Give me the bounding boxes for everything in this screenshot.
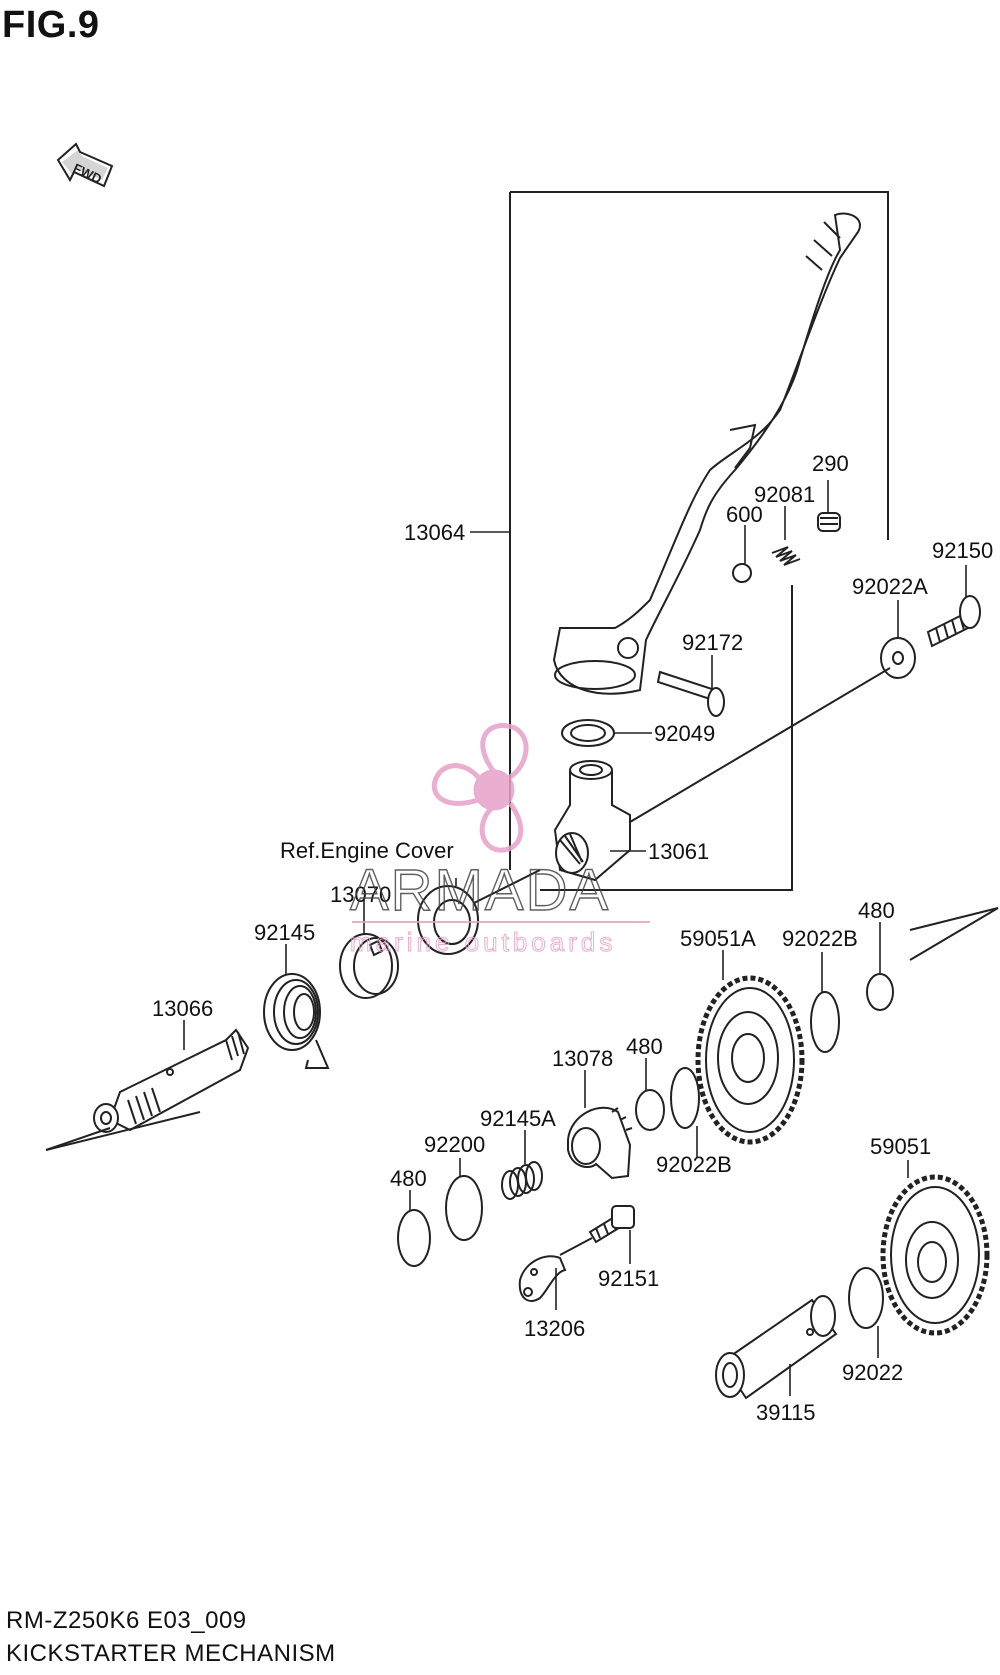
- label-290: 290: [812, 451, 849, 476]
- label-92022: 92022: [842, 1360, 903, 1385]
- washer-92022B-upper: [810, 991, 840, 1053]
- label-59051A: 59051A: [680, 926, 756, 951]
- gear-59051: [880, 1174, 990, 1336]
- label-13206: 13206: [524, 1316, 585, 1341]
- kick-pedal: [552, 212, 861, 695]
- label-92172: 92172: [682, 630, 743, 655]
- ball-600: [732, 563, 752, 583]
- ref-engine-cover-label: Ref.Engine Cover: [280, 838, 454, 863]
- bolt-92150: [926, 595, 981, 648]
- model-code: RM-Z250K6 E03_009: [6, 1607, 247, 1634]
- bolt-92172: [656, 670, 725, 717]
- spring-92081: [771, 546, 801, 566]
- leader-lines: [183, 480, 967, 1396]
- label-39115: 39115: [756, 1400, 816, 1425]
- washer-92022B-lower: [670, 1067, 700, 1129]
- label-92022A: 92022A: [852, 574, 928, 599]
- label-59051: 59051: [870, 1134, 931, 1159]
- label-92022B-lower: 92022B: [656, 1152, 732, 1177]
- assembly-bracket: [510, 191, 889, 540]
- label-92145: 92145: [254, 920, 315, 945]
- label-480-upper: 480: [858, 898, 895, 923]
- washer-92200: [445, 1175, 483, 1241]
- washer-92022A: [880, 637, 916, 679]
- section-name: KICKSTARTER MECHANISM: [6, 1640, 336, 1667]
- circlip-480-lower: [397, 1209, 431, 1267]
- watermark-brand: ARMADA: [350, 858, 610, 923]
- bolt-92151: [588, 1205, 635, 1244]
- label-480-lower: 480: [390, 1166, 427, 1191]
- label-13064: 13064: [404, 520, 465, 545]
- circlip-480-mid: [635, 1089, 665, 1131]
- washer-92022: [848, 1267, 884, 1329]
- label-13066: 13066: [152, 996, 213, 1021]
- armada-watermark: ARMADA marine outboards: [349, 723, 650, 958]
- spring-92145A: [501, 1161, 543, 1200]
- ratchet-13078: [567, 1106, 633, 1180]
- label-13078: 13078: [552, 1046, 613, 1071]
- shaft-39115: [715, 1295, 838, 1400]
- guide-13206: [518, 1255, 567, 1302]
- label-13061: 13061: [648, 839, 709, 864]
- label-600: 600: [726, 502, 763, 527]
- label-92150: 92150: [932, 538, 993, 563]
- propeller-logo-icon: [431, 723, 529, 853]
- label-92145A: 92145A: [480, 1106, 556, 1131]
- label-92049: 92049: [654, 721, 715, 746]
- label-13070: 13070: [330, 882, 391, 907]
- gear-59051A: [695, 975, 805, 1145]
- shaft-13061: [553, 760, 631, 882]
- watermark-tagline: marine outboards: [350, 927, 616, 957]
- label-92081: 92081: [754, 482, 815, 507]
- figure-title: FIG.9: [2, 4, 100, 46]
- bolt-290: [817, 512, 841, 532]
- torsion-spring-92145: [263, 973, 330, 1069]
- label-480-mid: 480: [626, 1034, 663, 1059]
- collar-ring: [339, 933, 399, 999]
- part-labels: 13064 290 92081 600 92150 92022A 92172 9…: [152, 451, 993, 1425]
- label-92151: 92151: [598, 1266, 659, 1291]
- seal-92049: [561, 719, 615, 747]
- label-92200: 92200: [424, 1132, 485, 1157]
- fwd-arrow-icon: FWD: [56, 142, 114, 188]
- label-92022B-upper: 92022B: [782, 926, 858, 951]
- circlip-480-upper: [866, 973, 894, 1011]
- kick-shaft-13066: [93, 1028, 250, 1133]
